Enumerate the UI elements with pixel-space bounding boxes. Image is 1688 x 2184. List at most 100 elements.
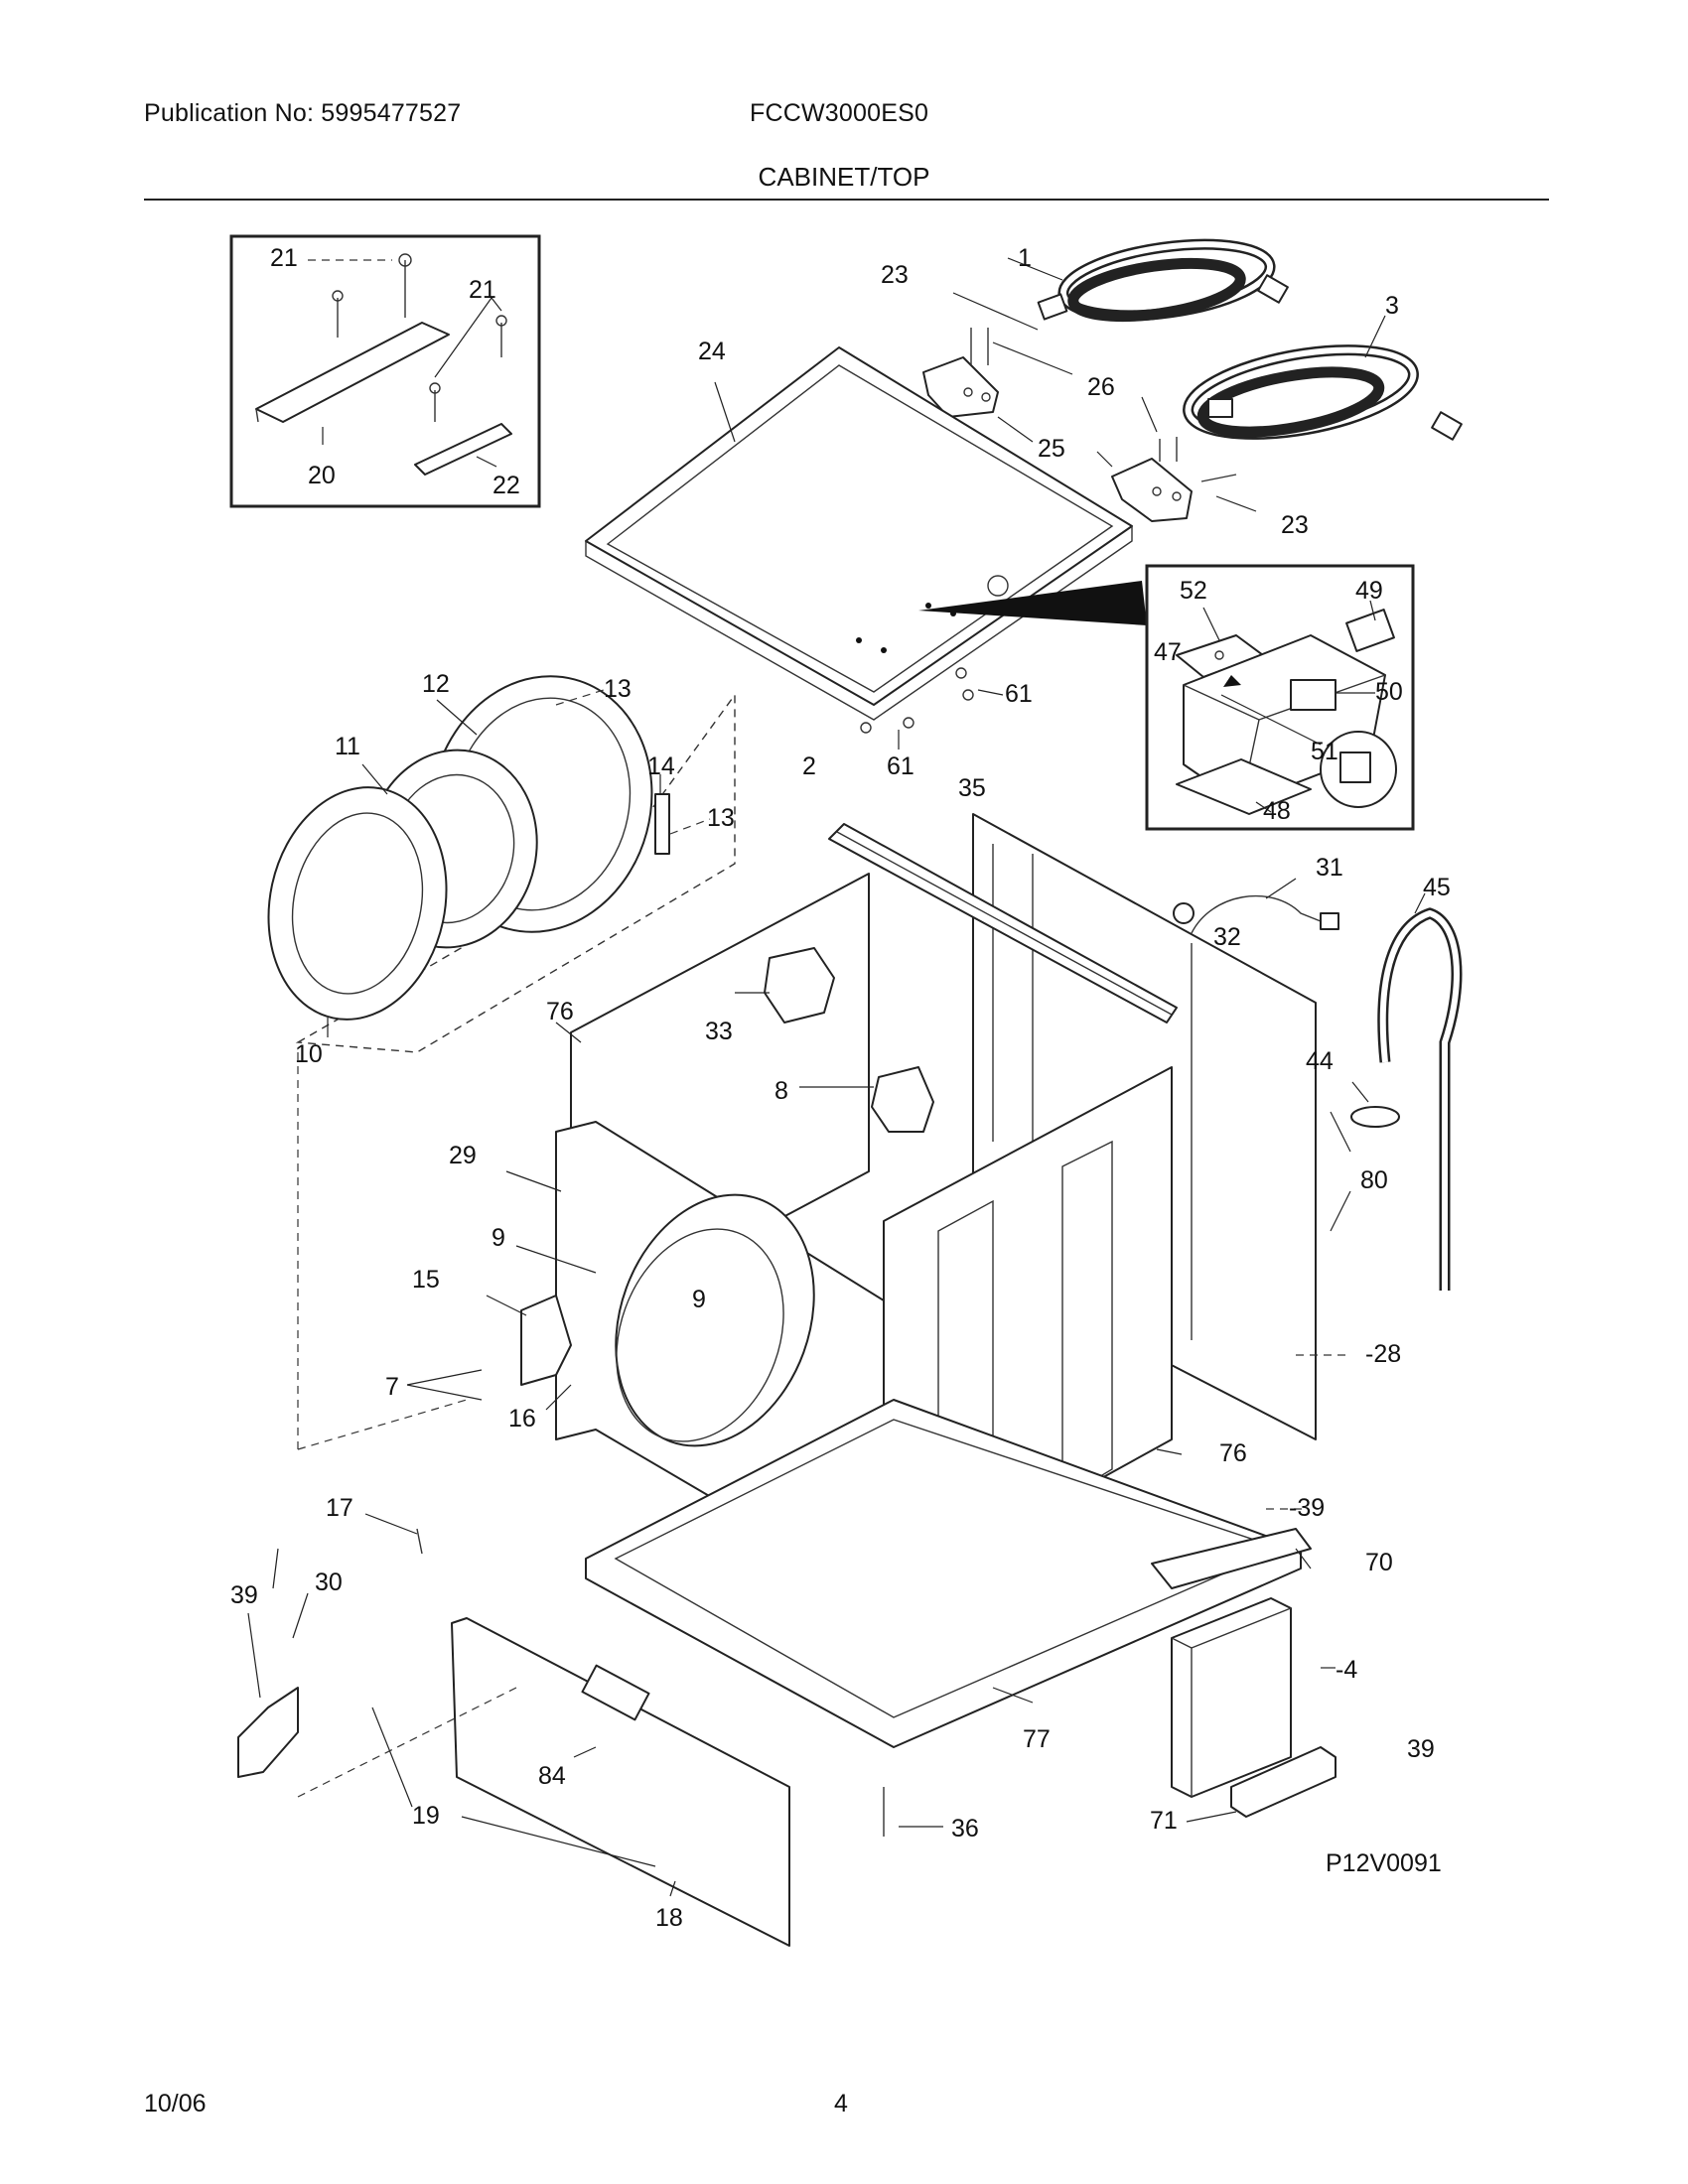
callout-35: 35 — [958, 774, 986, 802]
callout-80: 80 — [1360, 1166, 1388, 1194]
base-77 — [585, 1399, 1302, 1748]
publication-date: 10/06 — [144, 2090, 207, 2117]
callout-22: 22 — [492, 472, 520, 499]
kickplate-18 — [451, 1617, 790, 1947]
callout-36: 36 — [951, 1815, 979, 1843]
callout-26: 26 — [1087, 373, 1115, 401]
callout-13a: 13 — [604, 675, 632, 703]
callout-2: 2 — [802, 752, 816, 780]
front-opening — [615, 1193, 815, 1447]
callout-47: 47 — [1154, 638, 1182, 666]
callout-4: -4 — [1336, 1656, 1357, 1684]
callout-70: 70 — [1365, 1549, 1393, 1576]
callout-77: 77 — [1023, 1725, 1051, 1753]
callout-49: 49 — [1355, 577, 1383, 605]
callout-17: 17 — [326, 1494, 353, 1522]
callout-9a: 9 — [492, 1224, 505, 1252]
callout-3: 3 — [1385, 292, 1399, 320]
callout-45: 45 — [1423, 874, 1451, 901]
drain-hose-45 — [1350, 892, 1463, 1291]
inlet-hose-3 — [1183, 315, 1463, 441]
callout-39b: -39 — [1289, 1494, 1325, 1522]
diagram-code: P12V0091 — [1326, 1849, 1442, 1877]
callout-18: 18 — [655, 1904, 683, 1932]
callout-28: -28 — [1365, 1340, 1401, 1368]
callout-33: 33 — [705, 1018, 733, 1045]
power-cord-31 — [1173, 878, 1339, 934]
callout-50: 50 — [1375, 678, 1403, 706]
cabinet-top-24 — [585, 346, 1147, 750]
section-title: CABINET/TOP — [758, 162, 930, 192]
bracket-20 — [255, 322, 450, 423]
hinge-plate-15 — [520, 1295, 572, 1386]
callout-39a: 39 — [230, 1581, 258, 1609]
callout-23b: 23 — [1281, 511, 1309, 539]
door-assembly — [267, 675, 736, 1053]
strain-relief-32 — [1173, 902, 1195, 924]
inlet-hose-1 — [1007, 238, 1289, 323]
top-rail-35 — [828, 823, 1178, 1024]
callout-48: 48 — [1263, 797, 1291, 825]
callout-15: 15 — [412, 1266, 440, 1294]
model-number: FCCW3000ES0 — [750, 99, 929, 127]
callout-23a: 23 — [881, 261, 909, 289]
callout-30: 30 — [315, 1569, 343, 1596]
control-board-4 — [1171, 1597, 1336, 1823]
screw-21c — [429, 382, 441, 422]
callout-16: 16 — [508, 1405, 536, 1433]
callout-labels: 21 21 20 22 1 23 3 24 26 25 23 52 49 47 … — [230, 244, 1451, 1932]
bracket-71 — [1230, 1746, 1336, 1818]
strap-22 — [414, 423, 512, 476]
callout-52: 52 — [1180, 577, 1207, 605]
callout-25: 25 — [1038, 435, 1065, 463]
callout-10: 10 — [295, 1040, 323, 1068]
door-lock-8 — [871, 1066, 934, 1133]
cabinet-body — [406, 813, 1351, 1748]
callout-24: 24 — [698, 338, 726, 365]
callout-61a: 61 — [1005, 680, 1033, 708]
callout-1: 1 — [1018, 244, 1032, 272]
callout-14: 14 — [647, 752, 675, 780]
callout-20: 20 — [308, 462, 336, 489]
header-rule — [144, 199, 1549, 201]
callout-31: 31 — [1316, 854, 1343, 882]
dispenser-inset — [1145, 564, 1415, 831]
callout-19: 19 — [412, 1802, 440, 1830]
top-bracket-25b — [1096, 396, 1257, 522]
callout-7: 7 — [385, 1373, 399, 1401]
badge-84 — [581, 1664, 650, 1721]
callout-8: 8 — [774, 1077, 788, 1105]
callout-11: 11 — [335, 733, 360, 760]
lower-parts — [237, 1052, 943, 1947]
screw-21a — [398, 253, 412, 318]
callout-32: 32 — [1213, 923, 1241, 951]
screw-21d — [495, 315, 507, 357]
page-number: 4 — [834, 2090, 848, 2117]
callout-21b: 21 — [469, 276, 496, 304]
callout-21a: 21 — [270, 244, 298, 272]
switch-50 — [1290, 679, 1336, 711]
callout-71: 71 — [1150, 1807, 1178, 1835]
door-frame-10 — [267, 786, 448, 1021]
gasket-48 — [1176, 758, 1312, 815]
top-bracket-25a — [922, 292, 1073, 443]
bracket-30 — [237, 1687, 299, 1778]
callout-29: 29 — [449, 1142, 477, 1169]
callout-44: 44 — [1306, 1047, 1334, 1075]
callout-13b: 13 — [707, 804, 735, 832]
callout-76b: 76 — [1219, 1439, 1247, 1467]
bracket-49 — [1345, 609, 1395, 652]
callout-61b: 61 — [887, 752, 914, 780]
bracket-kit-inset — [229, 234, 541, 508]
callout-39c: 39 — [1407, 1735, 1435, 1763]
bracket-70 — [1151, 1528, 1312, 1589]
screw-61 — [860, 667, 974, 734]
screw-21b — [332, 290, 344, 338]
callout-9b: 9 — [692, 1286, 706, 1313]
callout-76a: 76 — [546, 998, 574, 1025]
callout-12: 12 — [422, 670, 450, 698]
ring-44 — [1350, 1106, 1400, 1128]
callout-51: 51 — [1311, 738, 1338, 765]
publication-number: Publication No: 5995477527 — [144, 99, 462, 127]
